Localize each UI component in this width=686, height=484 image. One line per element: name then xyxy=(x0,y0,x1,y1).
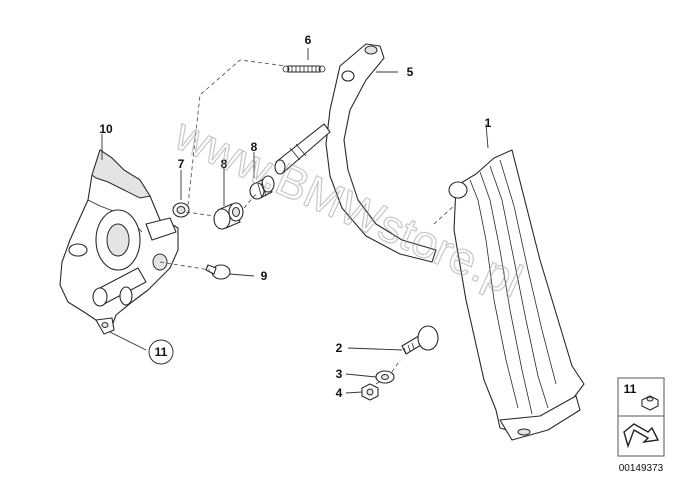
assembly-line-shaft xyxy=(185,193,257,217)
label-part-3: 3 xyxy=(336,367,343,381)
label-part-4: 4 xyxy=(336,386,343,400)
arrow-icon xyxy=(623,423,660,449)
nut-icon-hole xyxy=(646,396,654,402)
label-part-8-sleeve: 8 xyxy=(221,157,228,171)
label-part-5: 5 xyxy=(407,65,414,79)
nut[interactable] xyxy=(361,383,379,401)
label-part-11: 11 xyxy=(155,345,168,359)
accelerator-pedal[interactable] xyxy=(448,149,585,441)
tension-spring[interactable] xyxy=(282,65,326,73)
label-part-9: 9 xyxy=(261,269,268,283)
reference-box-label: 11 xyxy=(624,382,637,396)
label-part-2: 2 xyxy=(336,341,343,355)
assembly-line-pedal xyxy=(433,203,457,225)
assembly-line-fasteners xyxy=(375,359,401,385)
pedal-lever[interactable] xyxy=(274,43,437,263)
label-part-7: 7 xyxy=(178,157,185,171)
label-part-6: 6 xyxy=(305,33,312,47)
ribbed-bushing[interactable] xyxy=(249,175,275,200)
washer[interactable] xyxy=(375,370,395,384)
label-part-10: 10 xyxy=(99,122,113,136)
nut-icon xyxy=(641,395,659,411)
bolt[interactable] xyxy=(401,325,439,355)
push-clip[interactable] xyxy=(205,264,231,280)
leader-lines xyxy=(101,48,489,394)
reference-box: 11 xyxy=(617,377,665,457)
label-part-1: 1 xyxy=(485,116,492,130)
label-part-8-ribbed: 8 xyxy=(251,140,258,154)
bracket-housing[interactable] xyxy=(59,149,179,335)
small-bushing[interactable] xyxy=(172,202,190,218)
sleeve-bushing[interactable] xyxy=(213,202,244,230)
assembly-line-clip xyxy=(159,261,211,271)
image-number: 00149373 xyxy=(619,463,664,474)
label-part-11-circle xyxy=(148,339,174,365)
